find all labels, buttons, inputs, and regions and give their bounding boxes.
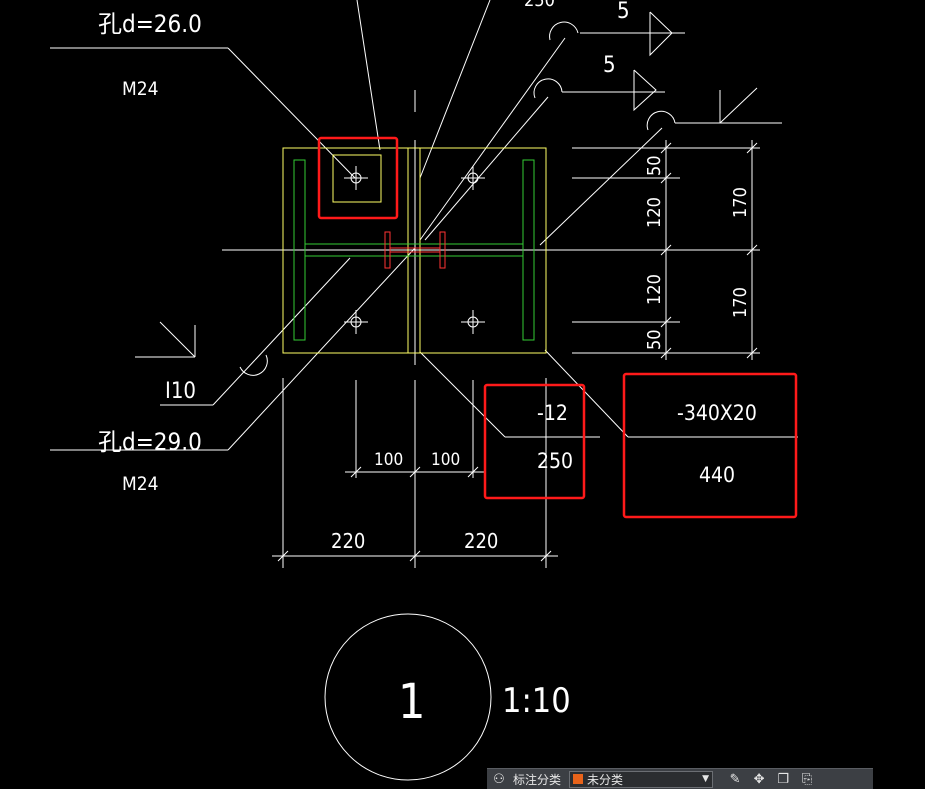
right-dimensions: [572, 140, 760, 360]
dim-right-170-top: 170: [730, 187, 751, 218]
dim-right-120-top: 120: [644, 197, 665, 228]
highlight-boxes: [317, 136, 798, 519]
highlight-box-plate-12: [483, 383, 586, 500]
weld-size-label-b: 5: [603, 53, 616, 78]
copy-icon[interactable]: ❐: [777, 771, 789, 787]
bolt-label-bottom: M24: [122, 473, 159, 495]
highlight-box-plate-340: [622, 372, 798, 519]
hole-size-label-bottom: 孔d=29.0: [98, 428, 202, 456]
plate-thickness-label: -12: [537, 401, 568, 425]
bottom-dimensions: [272, 378, 558, 568]
base-plate-section-label: -340X20: [677, 401, 757, 425]
top-partial-dimension: 250: [524, 0, 555, 11]
dim-bottom-100-left: 100: [374, 450, 403, 470]
dim-right-120-bottom: 120: [644, 274, 665, 305]
highlight-box-hole: [317, 136, 399, 220]
edit-icon[interactable]: ✎: [729, 771, 741, 787]
dim-right-50-bottom: 50: [644, 329, 665, 350]
category-select-value: 未分类: [587, 772, 624, 787]
dim-bottom-220-left: 220: [331, 529, 365, 553]
dim-bottom-100-right: 100: [431, 450, 460, 470]
detail-scale: 1:10: [502, 681, 571, 721]
hole-size-label-top: 孔d=26.0: [98, 10, 202, 38]
stiffeners: [293, 159, 535, 341]
base-plate: [282, 147, 547, 354]
annotation-category-select[interactable]: 未分类 ▼: [569, 770, 714, 788]
weld-size-label-a: 5: [617, 0, 630, 24]
bolt-label-top: M24: [122, 78, 159, 100]
i-section: [384, 231, 446, 269]
drawing-labels: 孔d=26.0 M24 250 5 5 I10 孔d=29.0 M24 50 1…: [98, 0, 757, 730]
bolt-holes: [344, 166, 485, 334]
leader-lines: [50, 0, 798, 451]
base-plate-length-label: 440: [699, 463, 735, 487]
paste-icon[interactable]: ⎘: [801, 771, 813, 787]
dim-right-170-bottom: 170: [730, 287, 751, 318]
section-label: I10: [165, 379, 196, 404]
category-color-swatch: [573, 774, 584, 784]
detail-marker-circle: [324, 613, 492, 781]
annotation-toolbar: ⚇ 标注分类 未分类 ▼ ✎ ✥ ❐ ⎘: [487, 768, 873, 789]
move-icon[interactable]: ✥: [753, 771, 765, 787]
weld-symbols: [633, 11, 673, 112]
detail-number: 1: [398, 674, 425, 730]
dim-bottom-220-right: 220: [464, 529, 498, 553]
plate-length-label: 250: [537, 449, 573, 473]
annotation-category-label: 标注分类: [513, 772, 562, 787]
chevron-down-icon: ▼: [702, 774, 710, 784]
annotation-category-icon[interactable]: ⚇: [493, 771, 505, 787]
dim-right-50-top: 50: [644, 155, 665, 176]
